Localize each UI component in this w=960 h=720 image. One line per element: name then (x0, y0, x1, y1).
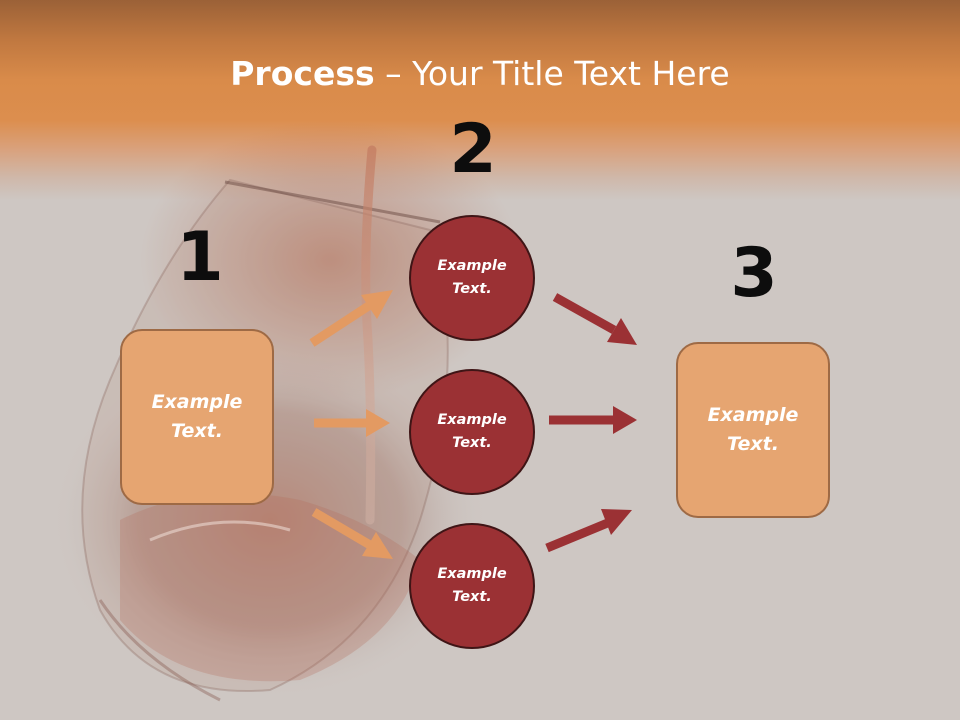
step-2-circle-text: Example Text. (437, 412, 507, 451)
step-3-text: Example Text. (707, 404, 799, 455)
step-number-3: 3 (730, 234, 778, 313)
step-1-box[interactable]: Example Text. (120, 329, 274, 505)
step-2-circle-text: Example Text. (437, 258, 507, 297)
slide-title: Process – Your Title Text Here (0, 52, 960, 96)
step-number-2: 2 (449, 110, 497, 189)
title-rest: – Your Title Text Here (374, 54, 730, 93)
step-number-1: 1 (176, 218, 224, 297)
title-banner (0, 0, 960, 200)
step-1-text: Example Text. (151, 391, 243, 442)
title-bold: Process (230, 54, 375, 93)
step-2-circle-bottom[interactable]: Example Text. (409, 523, 535, 649)
step-3-box[interactable]: Example Text. (676, 342, 830, 518)
step-2-circle-text: Example Text. (437, 566, 507, 605)
step-2-circle-top[interactable]: Example Text. (409, 215, 535, 341)
step-2-circle-middle[interactable]: Example Text. (409, 369, 535, 495)
